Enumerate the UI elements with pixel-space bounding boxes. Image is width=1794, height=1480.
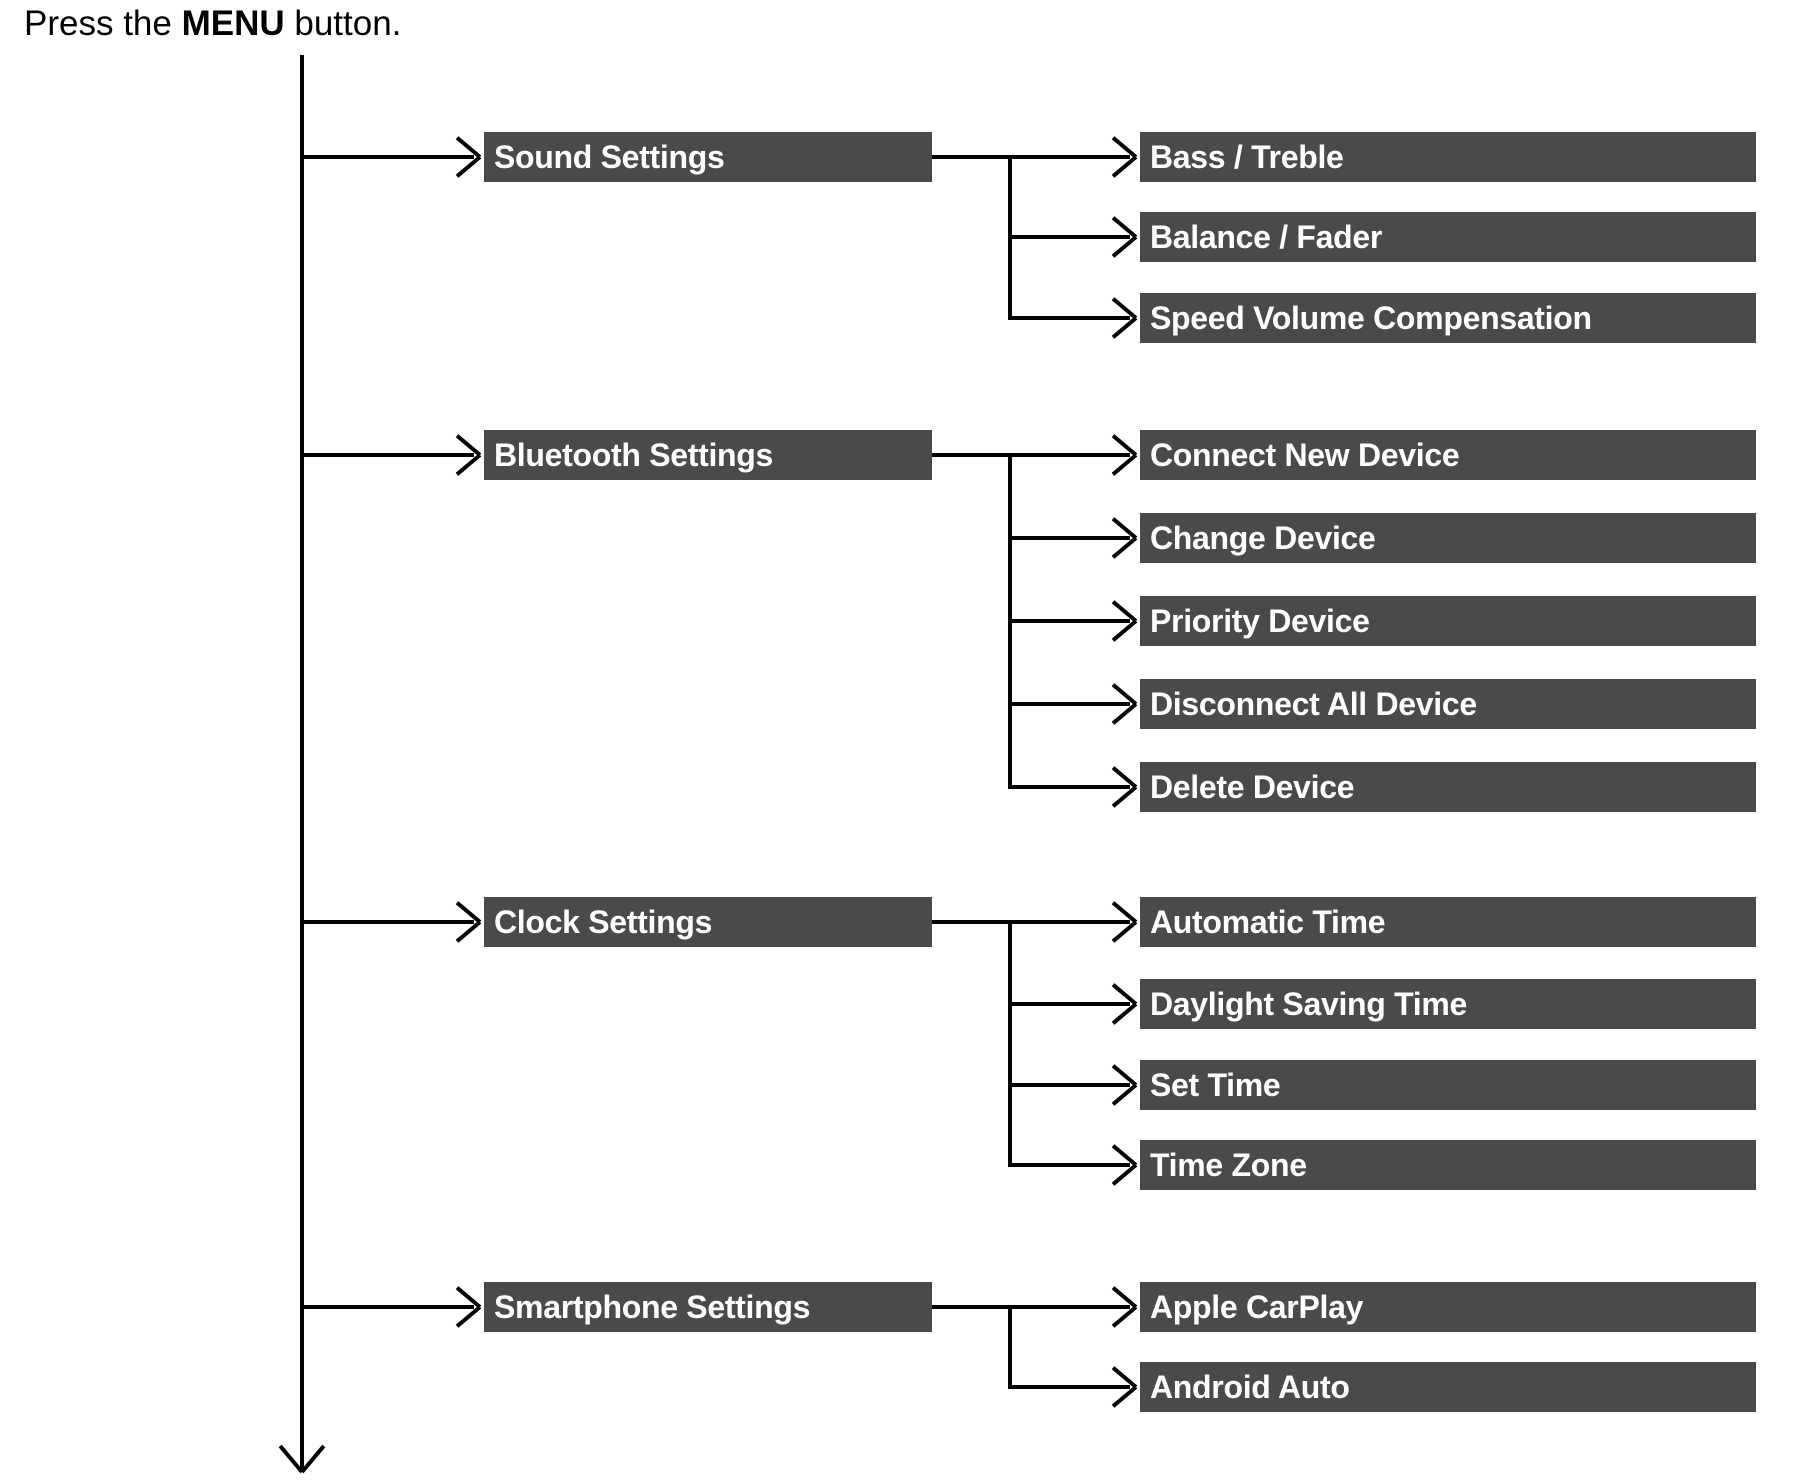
menu-subitem-balance-fader: Balance / Fader xyxy=(1140,212,1756,262)
sub-branch-line xyxy=(1008,536,1130,540)
menu-subitem-set-time: Set Time xyxy=(1140,1060,1756,1110)
sub-branch-line xyxy=(1008,702,1130,706)
menu-subitem-android-auto: Android Auto xyxy=(1140,1362,1756,1412)
menu-item-sound-settings: Sound Settings xyxy=(484,132,932,182)
sub-branch-line xyxy=(932,1305,1130,1309)
instruction-prefix: Press the xyxy=(24,4,182,43)
instruction-menu-button-word: MENU xyxy=(181,4,285,43)
instruction-text: Press the MENU button. xyxy=(24,4,401,44)
trunk-branch-line xyxy=(302,453,474,457)
menu-item-smartphone-settings: Smartphone Settings xyxy=(484,1282,932,1332)
menu-subitem-delete-device: Delete Device xyxy=(1140,762,1756,812)
sub-branch-line xyxy=(932,155,1130,159)
sub-branch-line xyxy=(1008,235,1130,239)
instruction-suffix: button. xyxy=(284,4,402,43)
sub-branch-line xyxy=(1008,1002,1130,1006)
sub-branch-line xyxy=(1008,785,1130,789)
trunk-line xyxy=(300,55,304,1470)
sub-branch-line xyxy=(1008,1083,1130,1087)
sub-branch-line xyxy=(932,453,1130,457)
sub-branch-line xyxy=(1008,316,1130,320)
menu-subitem-change-device: Change Device xyxy=(1140,513,1756,563)
sub-branch-line xyxy=(1008,1163,1130,1167)
sub-branch-line xyxy=(932,920,1130,924)
trunk-branch-line xyxy=(302,155,474,159)
menu-subitem-speed-volume-compensation: Speed Volume Compensation xyxy=(1140,293,1756,343)
trunk-branch-line xyxy=(302,1305,474,1309)
down-arrowhead-icon xyxy=(300,1444,326,1474)
menu-subitem-automatic-time: Automatic Time xyxy=(1140,897,1756,947)
menu-item-clock-settings: Clock Settings xyxy=(484,897,932,947)
trunk-branch-line xyxy=(302,920,474,924)
menu-item-bluetooth-settings: Bluetooth Settings xyxy=(484,430,932,480)
group-connector-line xyxy=(1008,920,1012,1167)
menu-subitem-disconnect-all-device: Disconnect All Device xyxy=(1140,679,1756,729)
menu-subitem-time-zone: Time Zone xyxy=(1140,1140,1756,1190)
menu-subitem-daylight-saving-time: Daylight Saving Time xyxy=(1140,979,1756,1029)
sub-branch-line xyxy=(1008,619,1130,623)
menu-subitem-connect-new-device: Connect New Device xyxy=(1140,430,1756,480)
sub-branch-line xyxy=(1008,1385,1130,1389)
menu-subitem-apple-carplay: Apple CarPlay xyxy=(1140,1282,1756,1332)
menu-subitem-bass-treble: Bass / Treble xyxy=(1140,132,1756,182)
group-connector-line xyxy=(1008,1305,1012,1389)
menu-subitem-priority-device: Priority Device xyxy=(1140,596,1756,646)
